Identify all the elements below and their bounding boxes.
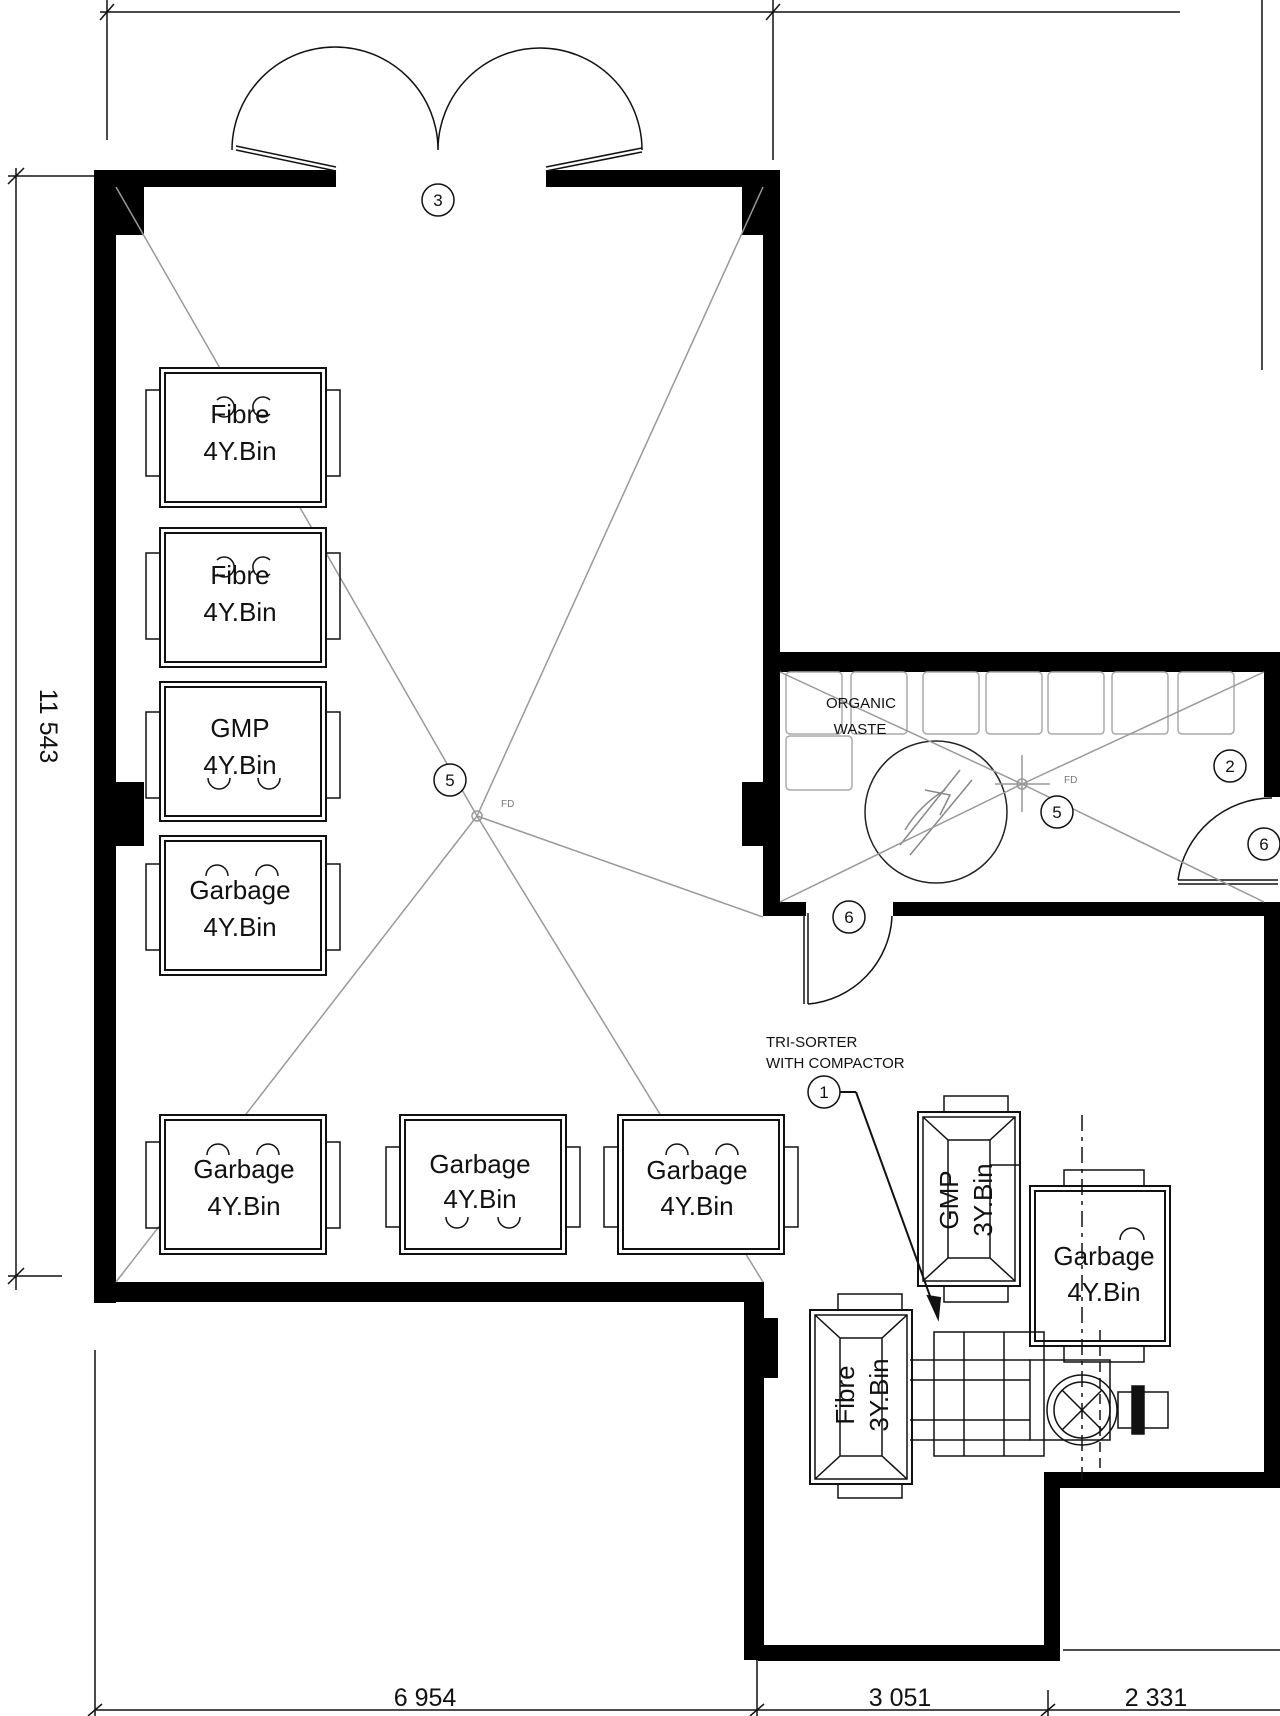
wheelchair-turning-circle [864,740,1008,884]
floor-drain-label-organic: FD [1064,775,1077,786]
dimension-left-height: 11 543 [34,689,62,764]
bin-name: Garbage [189,875,290,905]
dimension-lines [7,0,1280,1716]
bin-garbage-4y-2: Garbage 4Y.Bin [145,1114,341,1255]
tag-1: 1 [807,1075,841,1109]
tag-6-interior: 6 [832,900,866,934]
bin-fibre-4y-1: Fibre 4Y.Bin [145,367,341,508]
tag-6-exterior: 6 [1247,827,1280,861]
tag-number: 6 [844,908,853,927]
trisorter-label: TRI-SORTER [766,1034,858,1051]
bin-garbage-4y-3: Garbage 4Y.Bin [385,1114,581,1255]
bin-size: 3Y.Bin [968,1163,998,1236]
tag-3: 3 [421,183,455,217]
dimension-bottom-right: 2 331 [1125,1684,1188,1712]
bin-size: 4Y.Bin [203,597,276,627]
door-main-double [231,46,643,172]
bin-name: Fibre [210,560,269,590]
dimension-bottom-middle: 3 051 [869,1684,932,1712]
bin-name: GMP [934,1170,964,1229]
bin-name: Fibre [830,1365,860,1424]
bin-size: 4Y.Bin [1067,1277,1140,1307]
bin-gmp-4y: GMP 4Y.Bin [145,681,341,822]
bin-size: 4Y.Bin [207,1191,280,1221]
bin-size: 4Y.Bin [203,750,276,780]
bin-garbage-4y-1: Garbage 4Y.Bin [145,835,341,976]
walls [94,170,1280,1661]
organic-totes [785,671,1235,791]
bin-size: 4Y.Bin [443,1184,516,1214]
dimension-bottom-left: 6 954 [394,1684,457,1712]
bin-gmp-3y: GMP 3Y.Bin [917,1095,1021,1303]
bin-garbage-4y-4: Garbage 4Y.Bin [603,1114,799,1255]
tag-number: 2 [1225,757,1234,776]
tag-number: 6 [1259,835,1268,854]
tag-5-main: 5 [433,763,467,797]
bin-fibre-3y: Fibre 3Y.Bin [809,1293,913,1499]
tri-sorter-compactor [910,1115,1169,1480]
trisorter-label-line2: WITH COMPACTOR [766,1055,905,1072]
organic-waste-label-line2: WASTE [834,721,887,738]
tag-5-organic: 5 [1040,795,1074,829]
bin-size: 3Y.Bin [864,1358,894,1431]
tag-number: 1 [819,1083,828,1102]
bin-name: Garbage [193,1154,294,1184]
bin-size: 4Y.Bin [660,1191,733,1221]
bin-size: 4Y.Bin [203,436,276,466]
tag-number: 3 [433,191,442,210]
leader-line-1 [840,1091,942,1322]
floor-drain-label-main: FD [501,799,514,810]
organic-waste-label: ORGANIC [826,695,896,712]
bin-size: 4Y.Bin [203,912,276,942]
bin-name: Fibre [210,399,269,429]
door-organic-room [803,913,893,1005]
bin-name: GMP [210,713,269,743]
bin-name: Garbage [1053,1241,1154,1271]
bin-fibre-4y-2: Fibre 4Y.Bin [145,527,341,668]
tag-number: 5 [1052,803,1061,822]
bin-name: Garbage [646,1155,747,1185]
tag-number: 5 [445,771,454,790]
tag-2: 2 [1213,749,1247,783]
bin-garbage-4y-5: Garbage 4Y.Bin [1029,1169,1171,1363]
bin-name: Garbage [429,1149,530,1179]
